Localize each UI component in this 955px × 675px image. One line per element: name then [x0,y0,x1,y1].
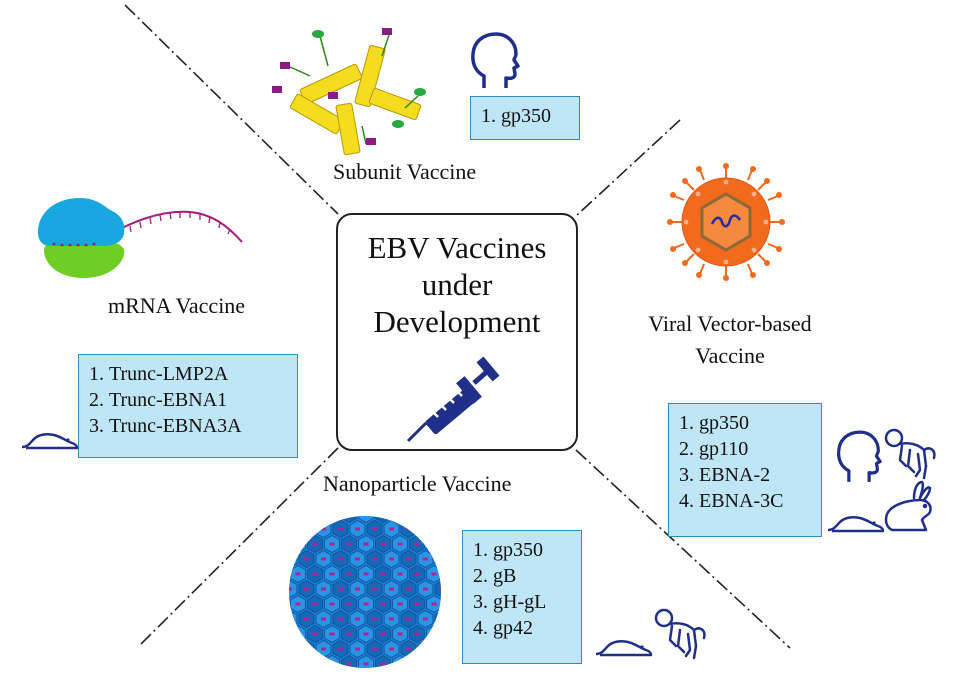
antigen-label: gp350 [501,105,551,127]
antigen-item: 2.gp110 [679,436,811,462]
title-line-3: Development [338,303,576,340]
subunit-vaccine-label: Subunit Vaccine [333,158,476,186]
antigen-item: 2.gB [473,563,571,589]
nanoparticle-lattice [285,512,445,672]
human-head-icon [836,430,882,484]
human-head-icon [470,32,520,90]
divider-top-right [576,120,680,216]
antigen-item: 2.Trunc-EBNA1 [89,387,287,413]
mouse-icon [20,425,80,451]
nanoparticle-icon [285,512,445,672]
protein-rod-5 [369,88,421,120]
antigen-item: 1.Trunc-LMP2A [89,361,287,387]
syringe-icon [404,355,514,445]
title-line-2: under [338,266,576,303]
antigen-item: 1.gp350 [473,537,571,563]
rabbit-icon [880,478,940,534]
viral-vector-label-line-1: Viral Vector-based [625,310,835,338]
nanoparticle-antigen-box: 1.gp350 2.gB 3.gH-gL 4.gp42 [462,530,582,664]
ribosome-large-subunit [38,198,124,246]
antigen-label: gp110 [699,438,748,460]
viral-vector-label-line-2: Vaccine [625,342,835,370]
antigen-label: gB [493,565,516,587]
antigen-label: Trunc-EBNA3A [109,415,242,437]
antigen-item: 3.Trunc-EBNA3A [89,413,287,439]
antigen-label: EBNA-2 [699,464,770,486]
antigen-item: 3.EBNA-2 [679,462,811,488]
antigen-label: EBNA-3C [699,490,783,512]
mouse-icon [594,632,654,658]
antigen-item: 3.gH-gL [473,589,571,615]
antigen-item: 1.gp350 [679,410,811,436]
mrna-ribosome-icon [30,192,250,282]
protein-rod-4 [336,103,360,155]
mrna-antigen-box: 1.Trunc-LMP2A 2.Trunc-EBNA1 3.Trunc-EBNA… [78,354,298,458]
title-line-1: EBV Vaccines [338,229,576,266]
antigen-label: gp350 [493,539,543,561]
viral-vector-virus-icon [666,162,786,282]
mrna-vaccine-label: mRNA Vaccine [108,292,245,320]
center-title-box: EBV Vaccines under Development [336,213,578,451]
monkey-icon [880,426,940,482]
viral-vector-vaccine-label: Viral Vector-based Vaccine [625,310,835,370]
nanoparticle-vaccine-label: Nanoparticle Vaccine [323,470,511,498]
antigen-label: Trunc-LMP2A [109,363,228,385]
monkey-icon [650,606,710,662]
antigen-item: 4.gp42 [473,615,571,641]
subunit-protein-cluster-icon [270,26,440,156]
antigen-item: 4.EBNA-3C [679,488,811,514]
antigen-label: gp42 [493,617,533,639]
mouse-icon [826,508,886,534]
antigen-label: gp350 [699,412,749,434]
antigen-label: Trunc-EBNA1 [109,389,227,411]
subunit-antigen-box: 1.gp350 [470,96,580,140]
antigen-label: gH-gL [493,591,546,613]
antigen-item: 1.gp350 [481,103,569,129]
center-title: EBV Vaccines under Development [338,229,576,340]
viral-vector-antigen-box: 1.gp350 2.gp110 3.EBNA-2 4.EBNA-3C [668,403,822,537]
